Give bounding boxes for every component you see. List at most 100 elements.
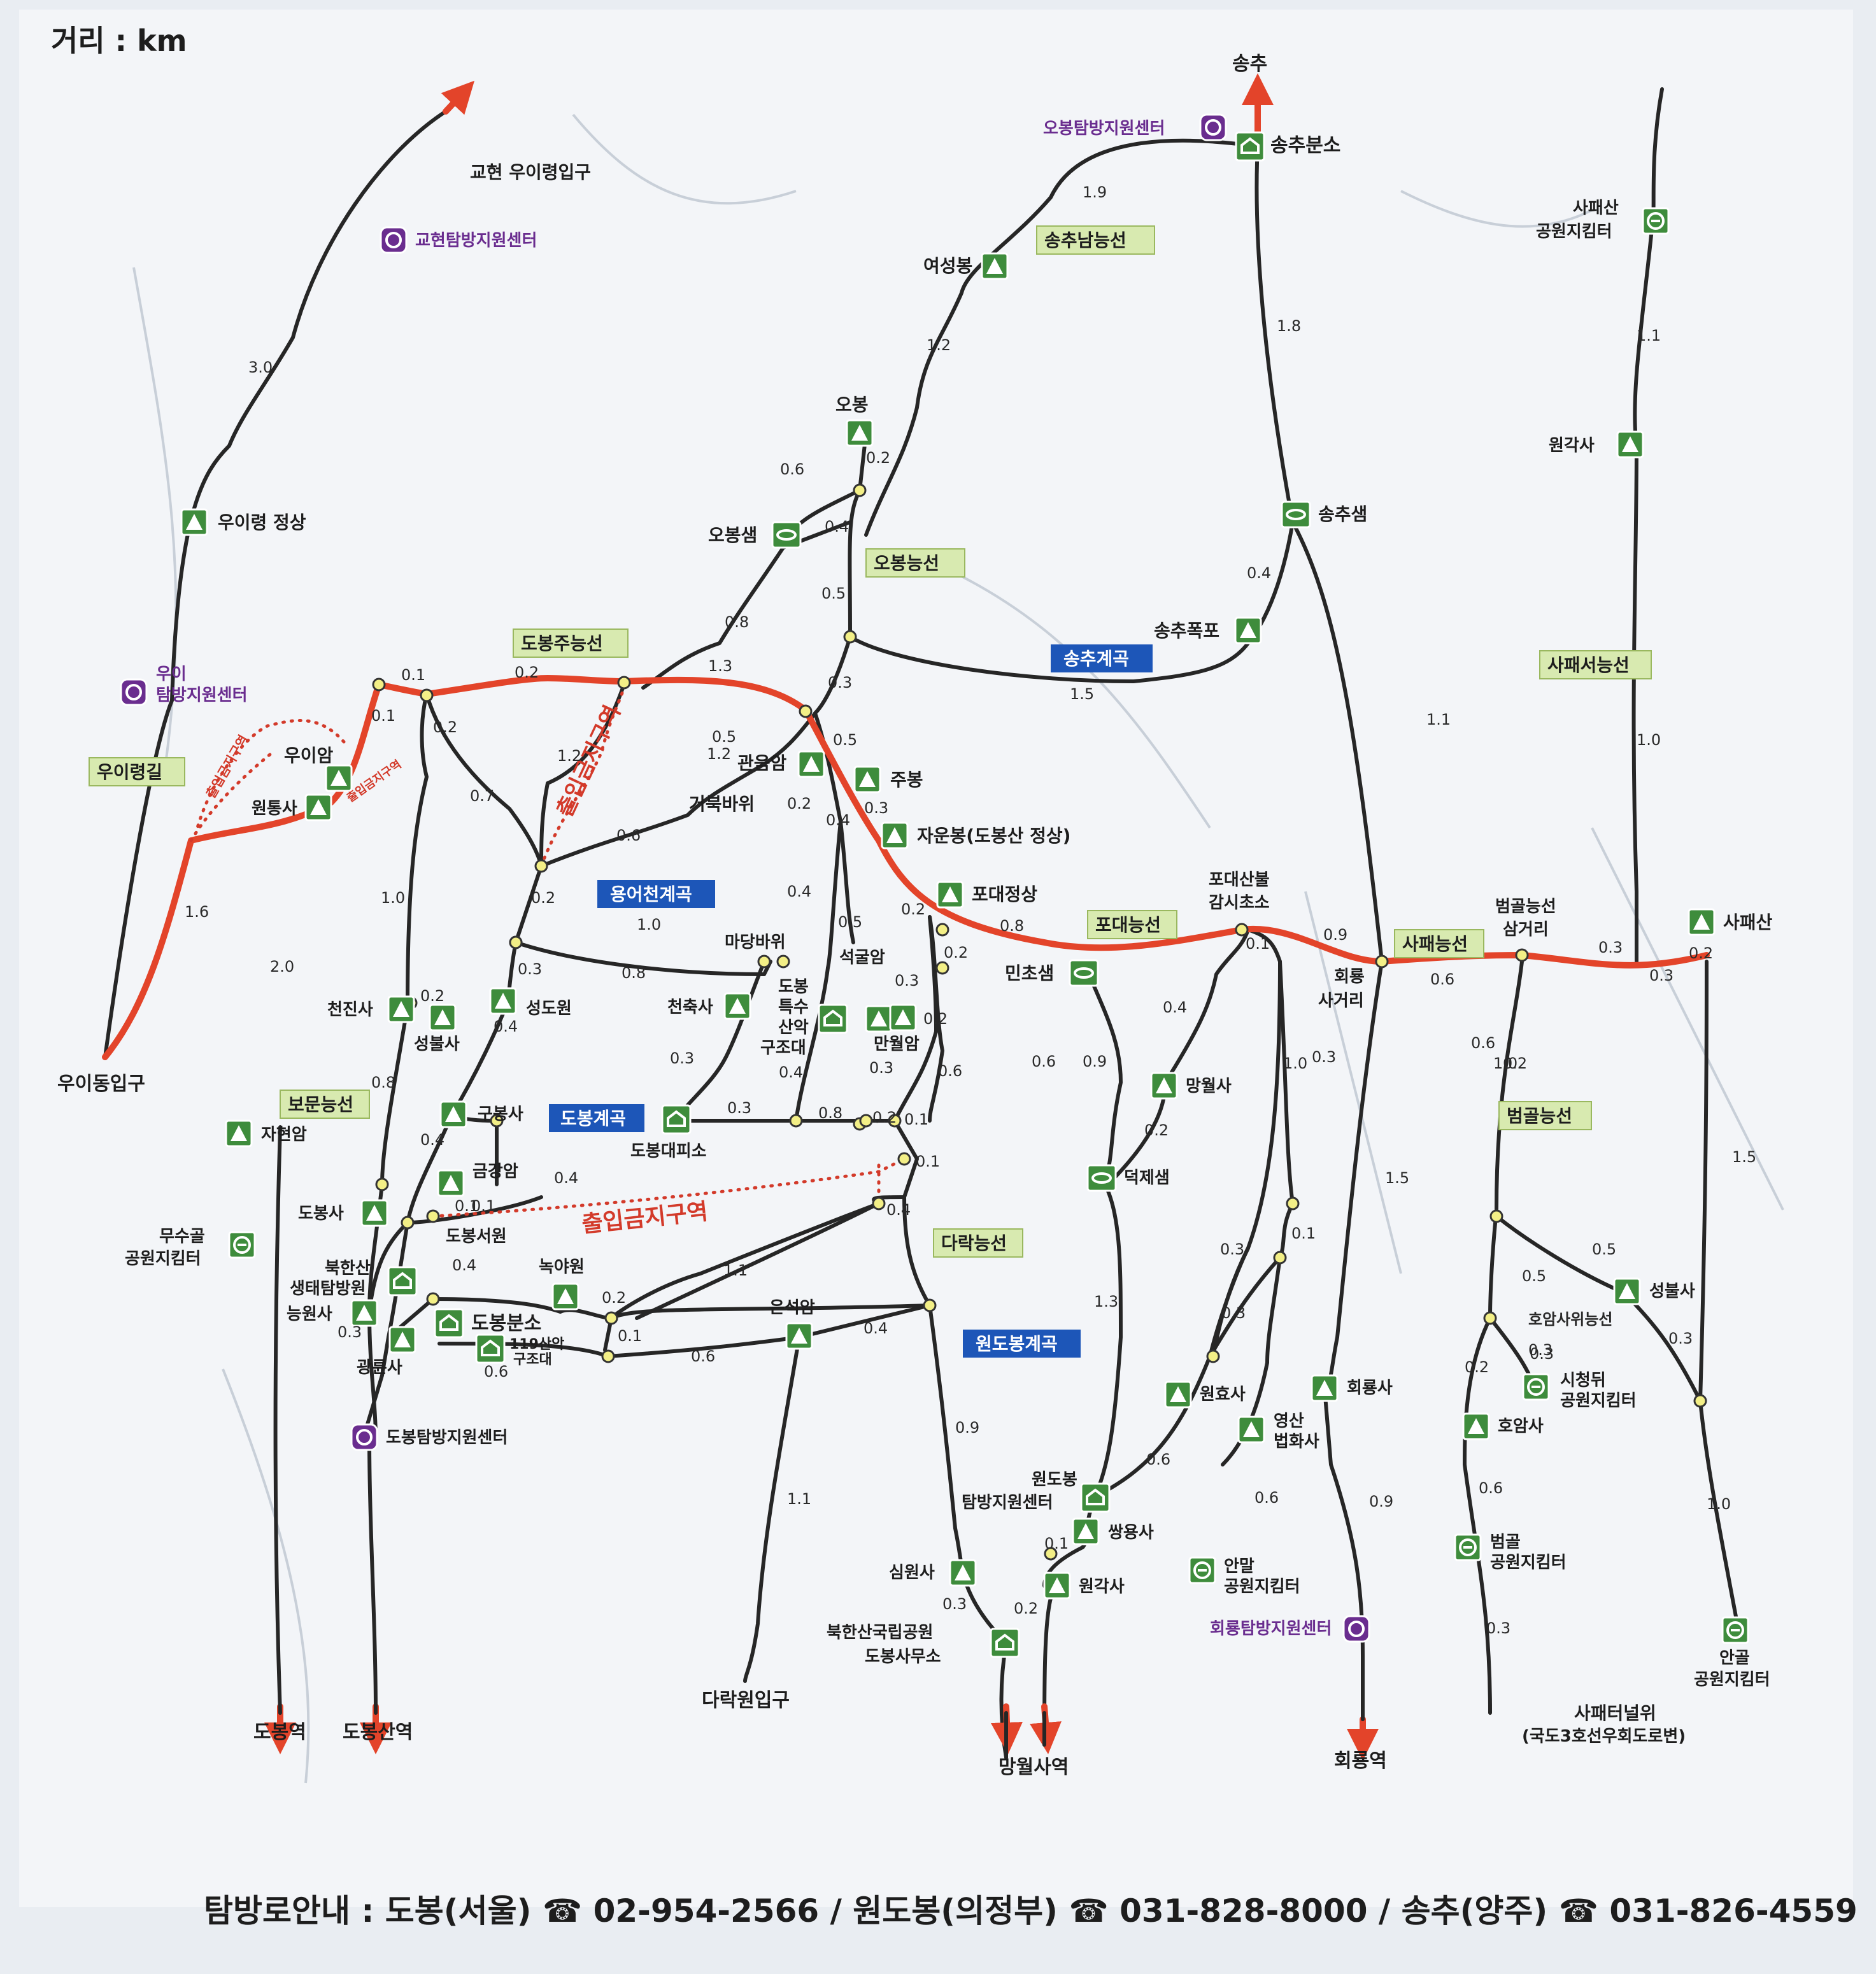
anmal-ranger-icon bbox=[1188, 1556, 1216, 1584]
center-ui-1: 우이 bbox=[156, 665, 187, 684]
distance-label: 0.6 bbox=[1430, 970, 1454, 988]
place-beomgol-jn-1: 범골능선 bbox=[1495, 897, 1556, 916]
distance-label: 0.7 bbox=[470, 787, 494, 805]
distance-label: 1.1 bbox=[1637, 327, 1661, 344]
distance-label: 0.9 bbox=[1369, 1493, 1393, 1510]
distance-label: 0.9 bbox=[1323, 926, 1347, 944]
place-seongdowon: 성도원 bbox=[526, 999, 572, 1018]
place-dobong-branch: 도봉분소 bbox=[471, 1312, 541, 1335]
distance-label: 0.3 bbox=[338, 1323, 362, 1341]
place-beomgol-ranger-1: 범골 bbox=[1490, 1533, 1521, 1552]
distance-label: 0.2 bbox=[787, 795, 811, 813]
distance-label: 1.2 bbox=[707, 745, 731, 763]
office-icon bbox=[990, 1628, 1020, 1658]
place-minchosaem: 민초샘 bbox=[1005, 963, 1054, 984]
route-obong: 오봉능선 bbox=[874, 553, 939, 574]
distance-label: 1.2 bbox=[927, 336, 951, 354]
dest-sapae-tunnel-note: (국도3호선우회도로변) bbox=[1522, 1727, 1686, 1746]
distance-label: 0.1 bbox=[1291, 1225, 1316, 1242]
distance-label: 1.0 bbox=[1637, 731, 1661, 749]
place-rescue-3: 산악 bbox=[778, 1018, 809, 1037]
distance-label: 0.3 bbox=[1486, 1619, 1510, 1637]
distance-label: 0.2 bbox=[1144, 1121, 1169, 1139]
place-angol-1: 안골 bbox=[1719, 1649, 1750, 1668]
place-songchusaem: 송추샘 bbox=[1318, 504, 1367, 525]
place-dobongsa: 도봉사 bbox=[298, 1204, 344, 1223]
distance-label: 0.8 bbox=[371, 1074, 395, 1091]
distance-label: 0.5 bbox=[821, 585, 846, 602]
place-obongsaem: 오봉샘 bbox=[708, 525, 757, 546]
route-dobong-main: 도봉주능선 bbox=[521, 633, 603, 654]
place-jaunbong: 자운봉(도봉산 정상) bbox=[917, 825, 1070, 846]
place-podae-peak: 포대정상 bbox=[972, 884, 1037, 905]
beomgol-ranger-icon bbox=[1454, 1533, 1482, 1561]
distance-label: 0.6 bbox=[1471, 1034, 1495, 1052]
distance-label: 1.5 bbox=[1070, 685, 1094, 703]
uiryeong-top-icon bbox=[180, 508, 208, 536]
distance-label: 0.4 bbox=[494, 1018, 518, 1035]
distance-label: 0.8 bbox=[1000, 917, 1024, 935]
distance-label: 1.6 bbox=[185, 903, 209, 921]
place-rescue119-2: 구조대 bbox=[513, 1352, 552, 1368]
dobong-shelter-icon bbox=[661, 1104, 692, 1135]
distance-label: 0.1 bbox=[371, 707, 395, 725]
place-office-1: 북한산국립공원 bbox=[827, 1623, 933, 1642]
distance-label: 0.3 bbox=[727, 1099, 751, 1117]
distance-label: 0.5 bbox=[838, 913, 862, 931]
center-obong: 오봉탐방지원센터 bbox=[1043, 119, 1165, 138]
distance-label: 0.6 bbox=[1032, 1053, 1056, 1070]
place-neungwonsa: 능원사 bbox=[287, 1305, 332, 1324]
valley-boxes: 송추계곡 용어천계곡 도봉계곡 원도봉계곡 bbox=[549, 644, 1153, 1358]
bukhan-eco-icon bbox=[387, 1266, 418, 1296]
distance-label: 0.2 bbox=[901, 900, 925, 918]
place-wonhyosa: 원효사 bbox=[1200, 1385, 1246, 1404]
distance-label: 0.2 bbox=[531, 889, 555, 907]
distance-label: 0.4 bbox=[825, 518, 849, 536]
center-ui-2: 탐방지원센터 bbox=[156, 686, 248, 705]
distance-label: 0.6 bbox=[938, 1062, 962, 1080]
dest-dobongsan-station: 도봉산역 bbox=[343, 1721, 413, 1743]
distance-label: 1.0 bbox=[1283, 1054, 1307, 1072]
distance-label: 0.4 bbox=[1163, 998, 1187, 1016]
distance-labels: 1.91.81.11.23.00.60.20.40.50.40.81.11.50… bbox=[185, 183, 1756, 1637]
distance-label: 0.3 bbox=[518, 960, 542, 978]
distance-label: 0.6 bbox=[1254, 1489, 1279, 1507]
distance-label: 0.6 bbox=[484, 1363, 508, 1381]
distance-label: 0.5 bbox=[833, 731, 857, 749]
geumgangam-icon bbox=[437, 1169, 465, 1197]
place-beomgol-ranger-2: 공원지킴터 bbox=[1490, 1553, 1567, 1572]
distance-label: 0.1 bbox=[904, 1111, 928, 1128]
distance-label: 1.0 bbox=[1707, 1495, 1731, 1513]
place-musugol-2: 공원지킴터 bbox=[125, 1249, 201, 1268]
place-manwolam: 만월암 bbox=[874, 1035, 920, 1054]
rescue-icon bbox=[818, 1004, 848, 1034]
place-seongbulsa: 성불사 bbox=[414, 1035, 460, 1054]
valley-yongeocheon: 용어천계곡 bbox=[610, 884, 692, 905]
place-yeongsan-2: 법화사 bbox=[1274, 1432, 1319, 1451]
place-mangwolsa: 망월사 bbox=[1186, 1077, 1232, 1096]
distance-label: 0.1 bbox=[401, 666, 425, 684]
place-sapae-ranger-2: 공원지킴터 bbox=[1536, 222, 1612, 241]
place-cityhall-1: 시청뒤 bbox=[1560, 1371, 1606, 1390]
place-seokguram: 석굴암 bbox=[839, 948, 885, 967]
place-eunseogam: 은석암 bbox=[769, 1298, 815, 1317]
place-geobukbawi: 거북바위 bbox=[689, 793, 755, 814]
distance-unit: 거리 : km bbox=[51, 24, 187, 58]
place-gubongsa: 구봉사 bbox=[478, 1105, 523, 1124]
jubong-icon bbox=[853, 765, 881, 793]
distance-label: 0.1 bbox=[1246, 935, 1270, 953]
angol-ranger-icon bbox=[1721, 1616, 1749, 1644]
deokjesaem-icon bbox=[1086, 1164, 1117, 1192]
distance-label: 1.5 bbox=[1385, 1169, 1409, 1187]
distance-label: 0.5 bbox=[1592, 1240, 1616, 1258]
route-hoamsa: 호암사위능선 bbox=[1528, 1310, 1612, 1328]
dest-hoeryong-station: 회룡역 bbox=[1334, 1750, 1387, 1772]
place-anmal-2: 공원지킴터 bbox=[1224, 1577, 1300, 1596]
route-bomun: 보문능선 bbox=[288, 1094, 353, 1115]
uiam-icon bbox=[325, 764, 353, 792]
place-rescue-4: 구조대 bbox=[760, 1039, 806, 1058]
place-yeoseongbong: 여성봉 bbox=[923, 255, 972, 276]
place-cheonchuksa: 천축사 bbox=[667, 998, 713, 1017]
distance-label: 0.3 bbox=[1220, 1240, 1244, 1258]
place-anmal-1: 안말 bbox=[1224, 1557, 1254, 1576]
